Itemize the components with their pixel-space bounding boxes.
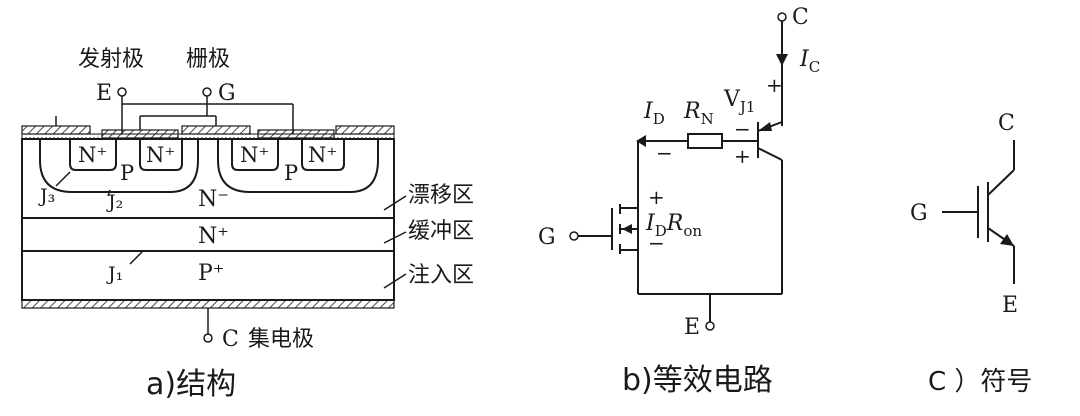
nplus-region-2: N⁺ [146, 143, 175, 167]
ic-arrow [776, 54, 788, 66]
b-collector-terminal [777, 12, 787, 22]
junction-j2-leader [107, 189, 111, 197]
vj1-plus-sign: + [766, 73, 783, 97]
nplus-region-3: N⁺ [240, 143, 269, 167]
rn-minus-sign: − [656, 141, 673, 165]
junction-j2-label: J₂ [106, 191, 123, 213]
panel-symbol: C G E C ）符号 [910, 111, 1032, 397]
emitter-cn-label: 发射极 [78, 47, 144, 72]
c-gate-label: G [910, 201, 928, 226]
rn-label: RN [683, 99, 714, 128]
collector-terminal [203, 333, 213, 343]
gate-cn-label: 栅极 [186, 47, 230, 72]
id-arrow [636, 135, 646, 147]
p-region-left: P [120, 161, 134, 185]
gate-terminal-label: G [218, 81, 236, 106]
nplus-region-1: N⁺ [78, 143, 107, 167]
mos-plus-sign: + [648, 185, 665, 209]
collector-cn-label: 集电极 [248, 327, 314, 352]
b-emitter-terminal [705, 321, 715, 331]
id-label: ID [643, 99, 665, 128]
rn-resistor [687, 133, 723, 149]
igbt-symbol [942, 140, 1015, 284]
base-plus-sign: + [734, 144, 751, 168]
p-wells [39, 139, 379, 193]
collector-metal [21, 299, 395, 309]
injection-region-label: 注入区 [408, 263, 474, 288]
junction-j1-leader [129, 251, 143, 265]
drift-leader [383, 195, 407, 211]
vj1-minus-sign: − [734, 117, 751, 141]
mos-minus-sign: − [648, 231, 665, 255]
ic-label: IC [799, 47, 820, 76]
buffer-region-label: 缓冲区 [408, 219, 474, 244]
panel-structure: 发射极 栅极 E G [21, 47, 474, 402]
emitter-terminal-label: E [96, 81, 112, 106]
junction-j3-leader [55, 171, 71, 187]
symbol-emitter-arrow [1000, 234, 1014, 246]
junction-j1-label: J₁ [106, 263, 123, 285]
rn-branch [636, 133, 758, 294]
nplus-region-4: N⁺ [308, 143, 337, 167]
terminal-wiring [55, 96, 294, 134]
panel-equivalent-circuit: C IC + VJ1 − + ID RN − [538, 5, 820, 398]
b-collector-label: C [792, 5, 809, 30]
structure-caption: a)结构 [146, 367, 236, 402]
c-emitter-label: E [1002, 293, 1018, 318]
c-collector-label: C [998, 111, 1015, 136]
p-plus-layer-label: P⁺ [198, 261, 224, 286]
pnp-transistor [757, 121, 783, 294]
circuit-caption: b)等效电路 [622, 363, 773, 398]
buffer-leader [383, 231, 407, 244]
collector-terminal-label: C [222, 327, 239, 352]
junction-j3-label: J₃ [38, 185, 55, 207]
b-gate-label: G [538, 225, 556, 250]
b-emitter-label: E [684, 315, 700, 340]
n-minus-layer-label: N⁻ [198, 187, 229, 212]
top-contacts [21, 125, 395, 140]
emitter-terminal [117, 87, 127, 97]
n-plus-buffer-label: N⁺ [198, 224, 229, 249]
p-region-right: P [284, 161, 298, 185]
gate-terminal [202, 87, 212, 97]
drift-region-label: 漂移区 [408, 183, 474, 208]
symbol-caption: C ）符号 [928, 367, 1032, 397]
injection-leader [383, 273, 407, 289]
mosfet [569, 204, 638, 254]
vj1-label: VJ1 [723, 87, 755, 116]
id-ron-label: IDRon [645, 211, 702, 240]
